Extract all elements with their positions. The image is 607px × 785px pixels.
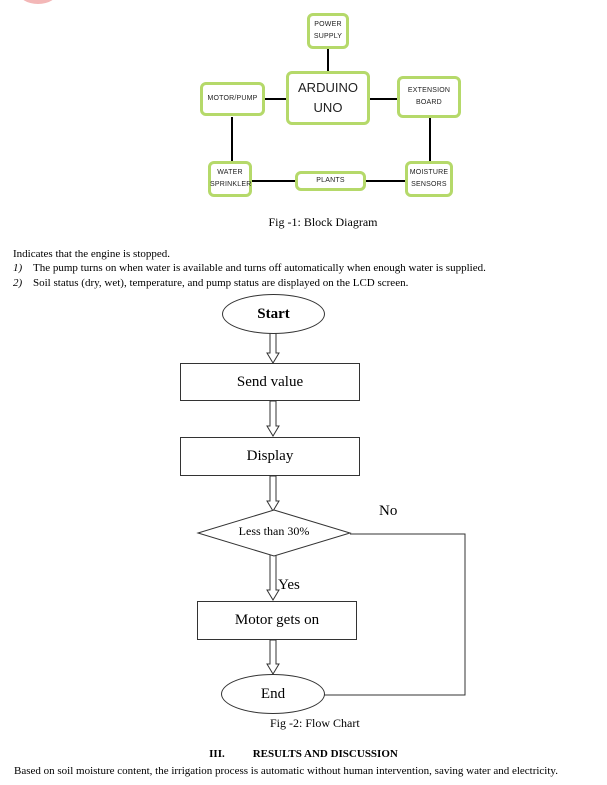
list-number: 2) (13, 277, 23, 289)
extension-board-block: EXTENSION BOARD (397, 76, 461, 118)
moisture-sensors-block: MOISTURE SENSORS (405, 161, 453, 197)
list-item: 1) The pump turns on when water is availa… (13, 261, 603, 275)
end-terminal: End (221, 674, 325, 714)
list-text: The pump turns on when water is availabl… (33, 262, 486, 274)
list-item: 2) Soil status (dry, wet), temperature, a… (13, 276, 603, 290)
send-value-process: Send value (180, 363, 360, 401)
arduino-block: ARDUINO UNO (286, 71, 370, 125)
send-value-label: Send value (236, 373, 304, 390)
fig2-caption: Fig -2: Flow Chart (270, 716, 360, 730)
no-label: No (379, 503, 398, 519)
section-body: Based on soil moisture content, the irri… (14, 765, 558, 777)
block-diagram-connectors (231, 48, 431, 182)
motor-pump-block: MOTOR/PUMP (200, 82, 265, 116)
display-label: Display (246, 448, 294, 464)
yes-label: Yes (278, 577, 300, 593)
display-process: Display (180, 437, 360, 476)
arduino-label: ARDUINO UNO (298, 80, 358, 115)
power-supply-label: POWER SUPPLY (313, 21, 343, 40)
start-terminal: Start (222, 294, 325, 334)
plants-block: PLANTS (295, 171, 366, 191)
list-text: Soil status (dry, wet), temperature, and… (33, 277, 409, 289)
section-number: III. (209, 748, 225, 760)
section-title: RESULTS AND DISCUSSION (252, 748, 398, 760)
motor-process: Motor gets on (197, 601, 357, 640)
moisture-sensors-label: MOISTURE SENSORS (409, 169, 449, 188)
power-supply-block: POWER SUPPLY (307, 13, 349, 49)
extension-board-label: EXTENSION BOARD (407, 87, 451, 106)
intro-text: Indicates that the engine is stopped. (13, 248, 171, 260)
list-number: 1) (13, 262, 23, 274)
flowchart-connectors (266, 327, 466, 696)
water-sprinkler-label: WATER SPRINKLER (210, 169, 252, 188)
start-label: Start (257, 305, 290, 322)
motor-pump-label: MOTOR/PUMP (207, 95, 258, 102)
motor-label: Motor gets on (234, 612, 320, 628)
decorative-arc (18, 0, 58, 4)
plants-label: PLANTS (316, 177, 345, 184)
water-sprinkler-block: WATER SPRINKLER (208, 161, 252, 197)
decision-diamond (196, 509, 352, 557)
fig1-caption: Fig -1: Block Diagram (268, 215, 378, 229)
section-heading: III. RESULTS AND DISCUSSION (0, 748, 607, 760)
decision-label: Less than 30% (238, 524, 310, 538)
end-label: End (260, 685, 286, 702)
